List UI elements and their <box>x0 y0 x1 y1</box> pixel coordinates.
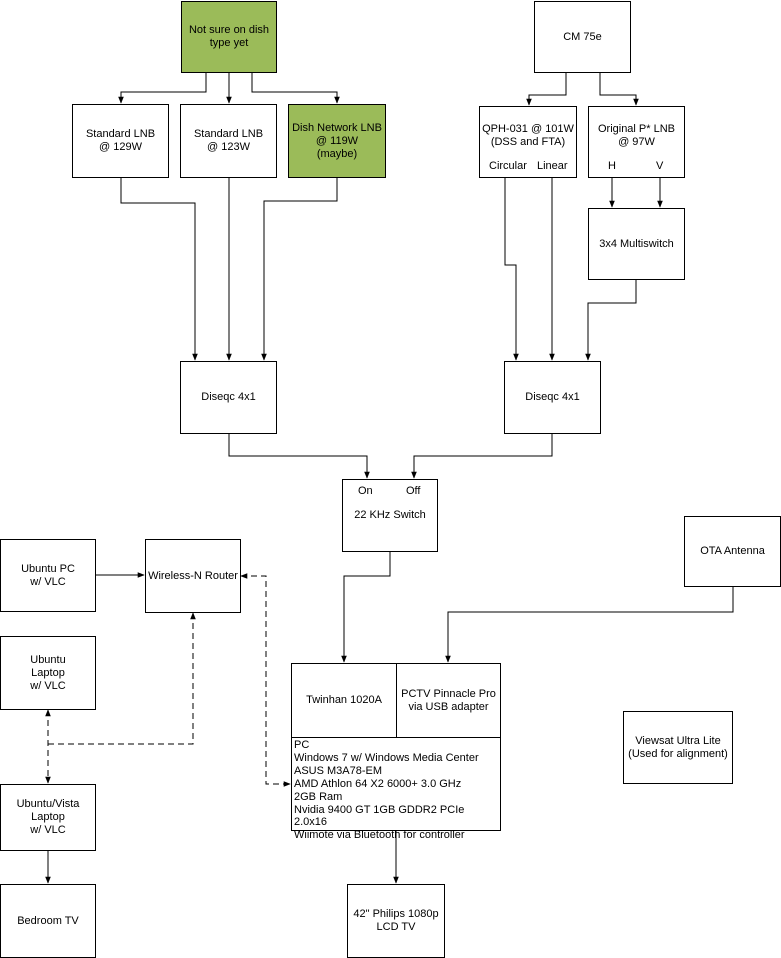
lcd-tv-line1: 42" Philips 1080p <box>353 908 439 920</box>
dish-unknown-box: Not sure on dish type yet <box>181 1 277 73</box>
qph031-line1: QPH-031 @ 101W <box>482 123 574 135</box>
lnb-119w-box: Dish Network LNB @ 119W (maybe) <box>288 104 386 178</box>
wire-qph-circular-to-diseqc <box>504 178 519 361</box>
switch-22khz-box: 22 KHz Switch <box>342 479 438 552</box>
lnb-123w-line1: Standard LNB <box>193 128 264 140</box>
wire-switch-to-twinhan <box>341 552 391 663</box>
lnb-119w-line3: (maybe) <box>316 147 358 160</box>
qph031-linear-label: Linear <box>537 160 568 172</box>
diseqc-left-label: Diseqc 4x1 <box>201 391 256 403</box>
wireless-router-label: Wireless-N Router <box>148 569 238 582</box>
lnb-123w-box: Standard LNB @ 123W <box>180 104 277 178</box>
dish-unknown-line2: type yet <box>209 37 249 49</box>
lnb-119w-line2: @ 119W <box>315 134 359 147</box>
ubuntu-laptop-line1: Ubuntu <box>30 653 66 666</box>
htpc-spec-line: AMD Athlon 64 X2 6000+ 3.0 GHz <box>294 777 462 790</box>
wire-lnb119-to-diseqc <box>261 178 338 361</box>
wire-diseqc-right-to-switch <box>411 434 553 479</box>
twinhan-box: Twinhan 1020A <box>291 663 397 738</box>
pctv-line1: PCTV Pinnacle Pro <box>401 687 496 700</box>
wire-diseqc-left-to-switch <box>228 434 370 479</box>
htpc-spec-line: 2GB Ram <box>294 790 343 803</box>
wire-router-laptops-dashed <box>48 612 196 745</box>
cm75e-label: CM 75e <box>563 30 602 43</box>
ubuntu-pc-line1: Ubuntu PC <box>21 562 75 575</box>
multiswitch-box: 3x4 Multiswitch <box>588 208 685 280</box>
lcd-tv-box: 42" Philips 1080p LCD TV <box>347 884 445 958</box>
vista-laptop-line2: Laptop <box>31 811 65 823</box>
ubuntu-laptop-box: Ubuntu Laptop w/ VLC <box>0 636 96 710</box>
htpc-spec-line: Windows 7 w/ Windows Media Center <box>294 751 479 764</box>
original-lnb-h-label: H <box>608 160 616 172</box>
ubuntu-pc-line2: w/ VLC <box>30 575 66 588</box>
wire-dish-to-lnb119 <box>251 73 340 104</box>
wireless-router-box: Wireless-N Router <box>145 539 241 613</box>
diseqc-right-label: Diseqc 4x1 <box>525 391 580 403</box>
diseqc-left-box: Diseqc 4x1 <box>180 361 277 434</box>
original-lnb-line2: @ 97W <box>618 136 655 148</box>
wire-ota-to-pctv <box>445 587 734 663</box>
vista-laptop-line1: Ubuntu/Vista <box>16 798 80 810</box>
htpc-spec-line: ASUS M3A78-EM <box>294 764 383 777</box>
dish-unknown-line1: Not sure on dish <box>188 24 270 36</box>
wire-dish-to-lnb129 <box>118 73 207 104</box>
pctv-line2: via USB adapter <box>408 700 489 713</box>
cm75e-box: CM 75e <box>534 1 631 73</box>
ubuntu-laptop-line2: Laptop <box>31 666 65 679</box>
lnb-119w-line1: Dish Network LNB <box>292 121 382 134</box>
lnb-129w-line1: Standard LNB <box>85 128 156 140</box>
wire-lnb129-to-diseqc <box>120 178 198 361</box>
viewsat-line2: (Used for alignment) <box>628 747 728 760</box>
ota-antenna-box: OTA Antenna <box>684 516 781 587</box>
diseqc-right-box: Diseqc 4x1 <box>504 361 601 434</box>
pctv-box: PCTV Pinnacle Pro via USB adapter <box>396 663 501 738</box>
original-lnb-v-label: V <box>656 160 664 172</box>
qph031-box: QPH-031 @ 101W (DSS and FTA) <box>479 106 577 178</box>
lcd-tv-line2: LCD TV <box>376 921 416 933</box>
original-lnb-line1: Original P* LNB <box>597 123 676 135</box>
vista-laptop-line3: w/ VLC <box>30 824 66 836</box>
viewsat-box: Viewsat Ultra Lite (Used for alignment) <box>623 711 733 784</box>
multiswitch-label: 3x4 Multiswitch <box>599 237 674 250</box>
htpc-specs-box: PC Windows 7 w/ Windows Media Center ASU… <box>291 737 501 841</box>
original-lnb-box: Original P* LNB @ 97W <box>588 106 685 178</box>
lnb-129w-line2: @ 129W <box>99 141 142 153</box>
lnb-129w-box: Standard LNB @ 129W <box>72 104 169 178</box>
vista-laptop-box: Ubuntu/Vista Laptop w/ VLC <box>0 784 96 851</box>
qph031-circular-label: Circular <box>489 160 527 172</box>
wire-cm75e-to-orig <box>599 73 639 106</box>
switch-22khz-label: 22 KHz Switch <box>354 509 426 521</box>
qph031-line2: (DSS and FTA) <box>490 136 566 148</box>
twinhan-label: Twinhan 1020A <box>306 694 382 706</box>
switch-22khz-off-label: Off <box>406 485 421 497</box>
bedroom-tv-box: Bedroom TV <box>0 884 96 958</box>
ubuntu-pc-box: Ubuntu PC w/ VLC <box>0 539 96 612</box>
htpc-spec-line: PC <box>294 739 310 751</box>
ubuntu-laptop-line3: w/ VLC <box>30 679 66 692</box>
ota-antenna-label: OTA Antenna <box>700 545 765 557</box>
lnb-123w-line2: @ 123W <box>207 141 250 153</box>
wire-multiswitch-to-diseqc <box>585 280 637 361</box>
wire-router-pc-dashed <box>240 573 291 787</box>
bedroom-tv-label: Bedroom TV <box>17 914 79 927</box>
htpc-spec-line: Wiimote via Bluetooth for controller <box>294 829 465 842</box>
viewsat-line1: Viewsat Ultra Lite <box>635 734 721 747</box>
htpc-spec-line: Nvidia 9400 GT 1GB GDDR2 PCIe 2.0x16 <box>294 803 465 829</box>
wire-cm75e-to-qph <box>526 73 567 106</box>
switch-22khz-on-label: On <box>358 485 373 497</box>
